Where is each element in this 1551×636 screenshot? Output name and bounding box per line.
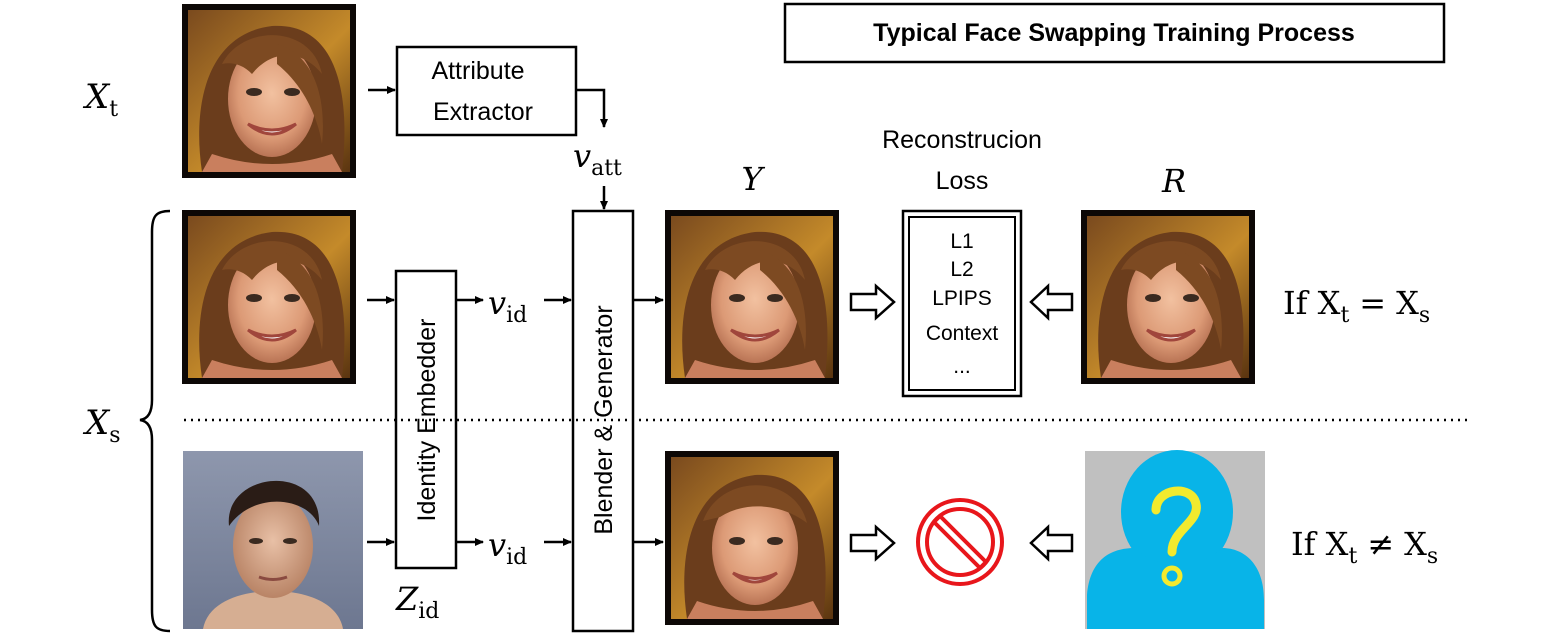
source-face-image-other [181,449,365,631]
reconstruction-loss-box [901,209,1023,398]
xt-label: Xt [82,77,118,122]
loss-item-ellipsis: ... [953,355,971,378]
r-label: R [1161,162,1186,200]
condition-diff: If Xt≠Xs [1291,525,1438,569]
loss-item-l1: L1 [950,230,973,253]
y-label: Y [741,160,765,198]
v-id-label-bottom: vid [488,526,527,570]
xs-label: Xs [82,403,121,448]
block-arrow-right-top [849,283,896,321]
attribute-extractor-label-2: Extractor [433,98,533,126]
attribute-extractor-label-1: Attribute [431,57,524,85]
prohibited-icon [916,498,1004,586]
z-id-label: Zid [395,580,439,624]
title-box [783,2,1446,64]
v-id-label-top: vid [488,284,527,328]
loss-item-context: Context [926,322,999,345]
source-brace [139,209,171,633]
arrows [367,86,664,546]
condition-same: If Xt=Xs [1283,284,1430,328]
unknown-person-icon [1085,450,1265,629]
identity-embedder-box [394,269,458,570]
loss-item-l2: L2 [950,258,973,281]
block-arrows [849,283,1074,562]
reference-face-image [1079,208,1257,386]
reconstruction-heading-1: Reconstrucion [882,126,1042,154]
loss-item-lpips: LPIPS [932,287,992,310]
reconstruction-heading-2: Loss [936,167,989,195]
v-att-label: vatt [573,137,622,181]
block-arrow-left-bottom [1029,524,1074,562]
diagram-title: Typical Face Swapping Training Process [873,19,1355,47]
output-face-image [663,208,841,386]
block-arrow-right-bottom [849,524,896,562]
target-face-image [180,2,358,180]
block-arrow-left-top [1029,283,1074,321]
source-face-image-same [180,208,358,386]
output-face-image-swapped [663,449,841,627]
